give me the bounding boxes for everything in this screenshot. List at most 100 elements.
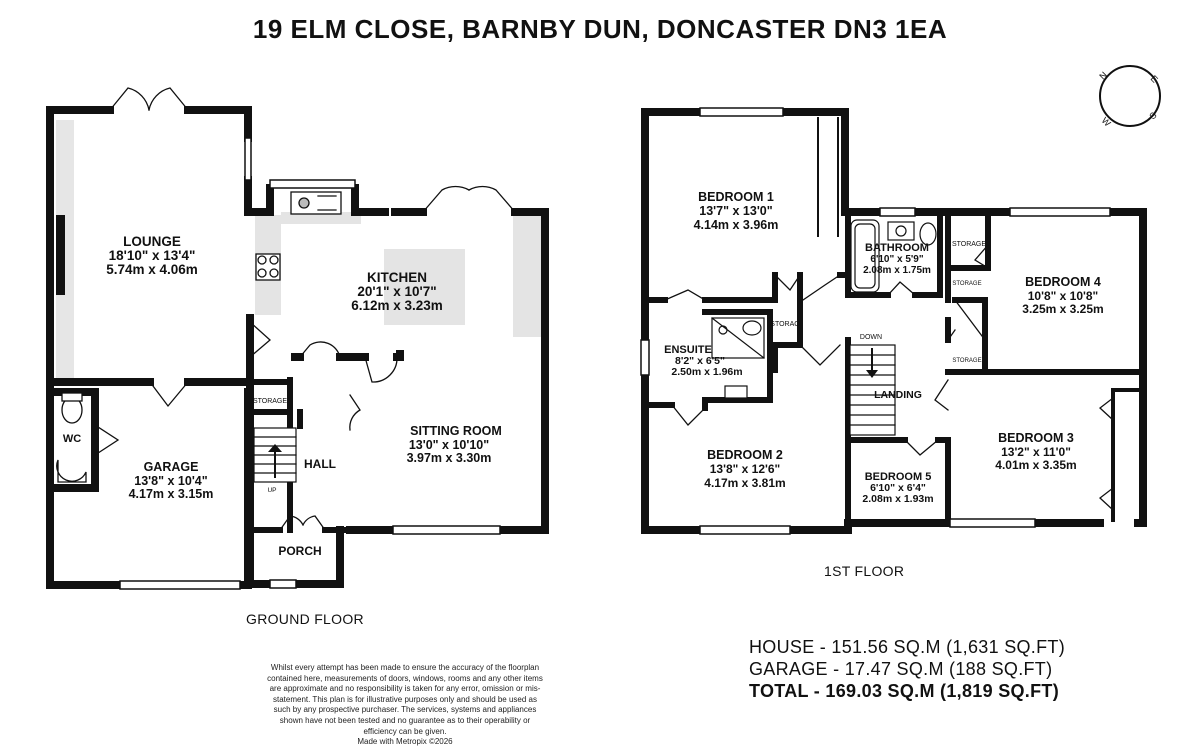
stair-arrow-icon: [268, 444, 282, 478]
ensuite-basin-icon: [724, 385, 748, 399]
bed1-wardrobe: [817, 117, 839, 237]
hob-icon: [255, 253, 281, 281]
bed5-door: [904, 439, 939, 456]
bed3-imperial: 13'2" x 11'0": [1001, 445, 1071, 459]
bed1-door-b: [802, 274, 841, 301]
bed2-name: BEDROOM 2: [707, 448, 783, 462]
storage-walls: [247, 379, 303, 429]
lounge-name: LOUNGE: [123, 234, 181, 249]
storage-gf-name: STORAGE: [253, 398, 287, 405]
first-floor-labels: BEDROOM 1 13'7" x 13'0" 4.14m x 3.96m BA…: [664, 190, 1104, 505]
hall-walls: [246, 314, 404, 588]
sitting-window: [392, 525, 501, 535]
bed2-landing-door: [799, 344, 841, 366]
kitchen-name: KITCHEN: [367, 270, 427, 285]
bed1-ensuite-door: [664, 289, 706, 301]
sitting-metric: 3.97m x 3.30m: [407, 451, 492, 465]
bed4-door: [954, 299, 986, 341]
bathroom-door: [887, 281, 916, 296]
property-address-title: 19 ELM CLOSE, BARNBY DUN, DONCASTER DN3 …: [252, 14, 948, 44]
bed4-window: [1009, 207, 1111, 217]
fireplace: [56, 215, 65, 295]
disclaimer-block: Whilst every attempt has been made to en…: [265, 663, 545, 748]
floorplan-drawing: N E S W LOUNGE 18'10" x 13'4" 5.74m x 4.…: [46, 65, 1161, 590]
kitchen-island: [384, 249, 465, 325]
ground-floor-plan: [46, 87, 549, 590]
bathroom-toilet-icon: [919, 222, 937, 246]
kitchen-metric: 6.12m x 3.23m: [351, 298, 443, 313]
garage-imperial: 13'8" x 10'4": [134, 474, 207, 488]
compass-n: N: [1097, 70, 1109, 82]
porch-name: PORCH: [278, 544, 321, 558]
compass-rose-icon: N E S W: [1097, 65, 1161, 129]
bed1-inner: [642, 272, 848, 303]
bed5-name: BEDROOM 5: [865, 471, 932, 483]
garage-metric: 4.17m x 3.15m: [129, 487, 214, 501]
lounge-french-door-left: [109, 87, 150, 111]
ensuite-bed2-door: [671, 404, 706, 426]
first-floor-label: 1ST FLOOR: [824, 563, 905, 579]
wc-door: [94, 424, 120, 456]
bed5-metric: 2.08m x 1.93m: [862, 493, 933, 505]
lounge-metric: 5.74m x 4.06m: [106, 262, 198, 277]
ensuite-name: ENSUITE: [664, 344, 712, 356]
bed2-metric: 4.17m x 3.81m: [704, 476, 785, 490]
house-area: HOUSE - 151.56 SQ.M (1,631 SQ.FT): [749, 637, 1065, 657]
lounge-garage-door: [149, 381, 189, 408]
wc-basin-icon: [56, 459, 87, 483]
sitting-name: SITTING ROOM: [410, 424, 502, 438]
bed3-wardrobe-doors: [1098, 397, 1114, 511]
ensuite-imperial: 8'2" x 6'5": [675, 355, 725, 367]
bed1-name: BEDROOM 1: [698, 190, 774, 204]
bed4-imperial: 10'8" x 10'8": [1028, 289, 1098, 303]
hall-door: [299, 341, 341, 358]
bathroom-walls: [845, 215, 943, 298]
kitchen-window: [269, 179, 356, 189]
storage-b-name: STORAGE: [952, 281, 981, 287]
storage-d-name: STORAG: [770, 321, 799, 328]
bed1-metric: 4.14m x 3.96m: [694, 218, 779, 232]
bathroom-window: [879, 207, 916, 217]
kitchen-counter-top: [281, 212, 361, 224]
lounge-french-door-right: [148, 87, 189, 111]
bed1-imperial: 13'7" x 13'0": [699, 204, 772, 218]
kitchen-french-door-left: [422, 185, 470, 213]
ensuite-window: [640, 339, 650, 376]
stair-down-arrow-icon: [866, 348, 878, 378]
bed3-name: BEDROOM 3: [998, 431, 1074, 445]
bed5-imperial: 6'10" x 6'4": [870, 482, 926, 494]
bed3-landing-door: [934, 379, 949, 411]
bed4-name: BEDROOM 4: [1025, 275, 1101, 289]
kitchen-french-door-right: [468, 185, 516, 213]
up-label: UP: [267, 487, 276, 494]
lounge-side-window: [244, 137, 252, 181]
bed2-imperial: 13'8" x 12'6": [710, 462, 780, 476]
storage-walls-ff: [945, 209, 991, 375]
bath-icon: [850, 219, 880, 293]
first-floor-outline: [641, 108, 1147, 534]
kitchen-imperial: 20'1" x 10'7": [357, 284, 436, 299]
ensuite-walls: [647, 309, 773, 411]
total-area: TOTAL - 169.03 SQ.M (1,819 SQ.FT): [749, 681, 1059, 701]
lounge-imperial: 18'10" x 13'4": [109, 248, 196, 263]
landing-walls: [772, 272, 1146, 526]
bathroom-name: BATHROOM: [865, 242, 929, 254]
lounge-walls: [46, 106, 252, 504]
storage-a-name: STORAGE: [952, 241, 986, 248]
bed1-window: [699, 107, 784, 117]
bathroom-basin-icon: [887, 221, 915, 241]
lounge-hall-door: [249, 321, 271, 358]
garage-name: GARAGE: [144, 460, 199, 474]
storage-door-b: [947, 329, 956, 341]
compass-e: E: [1149, 73, 1160, 84]
bed1-landing-door: [774, 274, 801, 292]
storage-c-name: STORAGE: [952, 358, 981, 364]
storage-door-a: [974, 244, 989, 269]
disclaimer-text: Whilst every attempt has been made to en…: [267, 663, 543, 736]
wc-name: WC: [63, 433, 81, 445]
porch-front-door: [279, 515, 326, 531]
ground-floor-labels: LOUNGE 18'10" x 13'4" 5.74m x 4.06m KITC…: [63, 234, 502, 558]
bathroom-imperial: 6'10" x 5'9": [870, 254, 923, 265]
landing-name: LANDING: [874, 389, 922, 401]
sitting-door: [364, 356, 398, 383]
